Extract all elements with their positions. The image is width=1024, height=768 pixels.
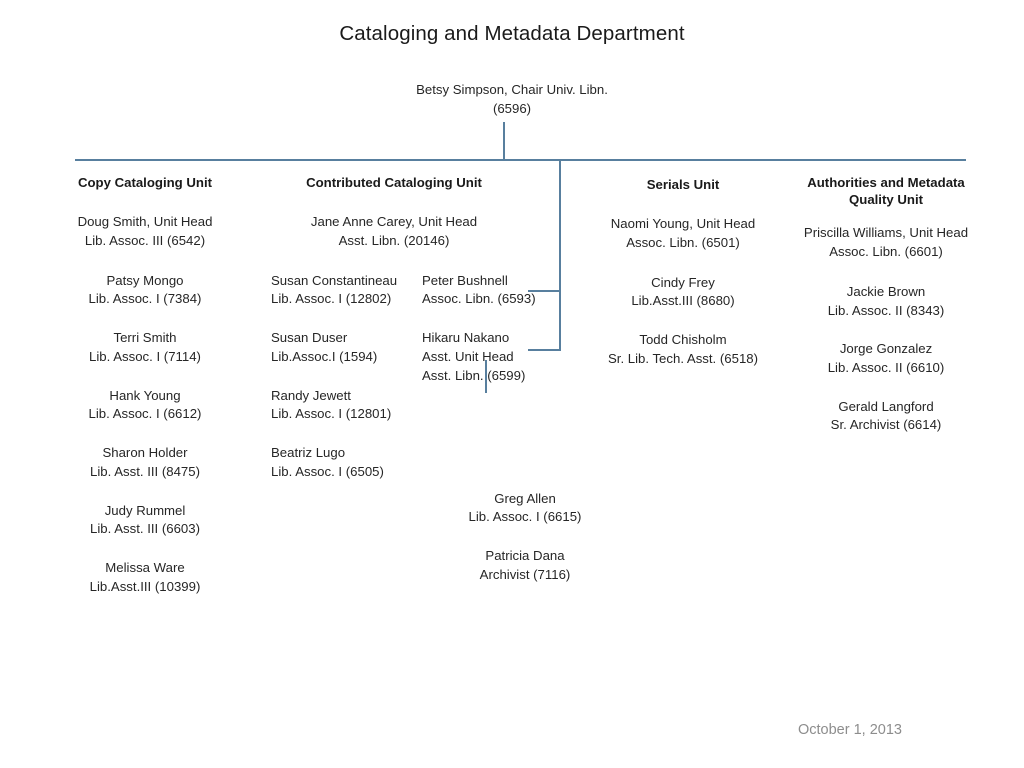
assistant-unit-head-nakano: Hikaru Nakano Asst. Unit Head Asst. Libn…: [422, 329, 572, 385]
person-name: Gerald Langford: [838, 398, 934, 414]
unit-column-authorities-metadata-quality: Authorities and Metadata Quality Unit Pr…: [790, 174, 982, 435]
person-title: Asst. Libn. (20146): [338, 232, 450, 248]
person-name: Peter Bushnell: [422, 272, 508, 288]
person-name: Jorge Gonzalez: [839, 341, 933, 357]
staff-member: Gerald Langford Sr. Archivist (6614): [790, 398, 982, 435]
person-title: Sr. Lib. Tech. Asst. (6518): [607, 350, 759, 366]
staff-member: Judy Rummel Lib. Asst. III (6603): [40, 502, 250, 539]
connector-nakano-drop: [485, 360, 487, 393]
person-name: Priscilla Williams, Unit Head: [803, 225, 969, 241]
staff-member: Hank Young Lib. Assoc. I (6612): [40, 387, 250, 424]
person-title: Lib. Assoc. I (7384): [88, 291, 202, 307]
unit-column-serials: Serials Unit Naomi Young, Unit Head Asso…: [588, 174, 778, 369]
person-title: Assoc. Libn. (6601): [829, 244, 943, 260]
unit-head-authorities-metadata-quality: Priscilla Williams, Unit Head Assoc. Lib…: [790, 224, 982, 261]
person-title: Lib. Assoc. I (12801): [271, 406, 392, 422]
person-name: Hank Young: [109, 387, 181, 403]
person-name: Beatriz Lugo: [271, 445, 346, 461]
page-title: Cataloging and Metadata Department: [339, 22, 685, 45]
unit-title-line-2: Quality Unit: [849, 192, 923, 208]
staff-member: Randy Jewett Lib. Assoc. I (12801): [271, 387, 421, 424]
staff-member: Susan Duser Lib.Assoc.I (1594): [271, 329, 421, 366]
person-title: Asst. Libn. (6599): [422, 367, 526, 383]
staff-member: Patricia Dana Archivist (7116): [450, 547, 600, 584]
staff-member: Jackie Brown Lib. Assoc. II (8343): [790, 283, 982, 320]
person-title: Lib. Asst. III (8475): [90, 463, 200, 479]
chair-name: Betsy Simpson, Chair: [416, 82, 543, 97]
unit-title-serials: Serials Unit: [646, 177, 720, 192]
staff-member: Beatriz Lugo Lib. Assoc. I (6505): [271, 444, 421, 481]
unit-title-copy-cataloging: Copy Cataloging Unit: [77, 175, 213, 190]
person-name: Doug Smith, Unit Head: [77, 214, 213, 230]
person-title: Lib.Asst.III (10399): [89, 578, 201, 594]
person-name: Greg Allen: [494, 490, 556, 506]
staff-member: Cindy Frey Lib.Asst.III (8680): [588, 274, 778, 311]
unit-title-authorities-metadata-quality: Authorities and Metadata Quality Unit: [790, 174, 982, 208]
unit-head-copy-cataloging: Doug Smith, Unit Head Lib. Assoc. III (6…: [40, 213, 250, 250]
person-title: Sr. Archivist (6614): [830, 417, 942, 433]
connector-nakano-stub: [528, 349, 560, 351]
person-title: Lib. Assoc. II (8343): [827, 302, 945, 318]
person-title: Lib. Assoc. I (6615): [468, 509, 582, 525]
connector-asst-spine: [559, 159, 561, 351]
staff-member: Jorge Gonzalez Lib. Assoc. II (6610): [790, 340, 982, 377]
unit-column-contributed-cataloging: Contributed Cataloging Unit Jane Anne Ca…: [264, 174, 581, 582]
staff-member: Todd Chisholm Sr. Lib. Tech. Asst. (6518…: [588, 331, 778, 368]
person-title: Lib. Assoc. I (6612): [88, 406, 202, 422]
person-title: Lib. Assoc. III (6542): [84, 232, 206, 248]
connector-main-bus: [75, 159, 966, 161]
person-name: Jackie Brown: [846, 283, 926, 299]
person-name: Judy Rummel: [104, 502, 186, 518]
staff-member: Susan Constantineau Lib. Assoc. I (12802…: [271, 272, 421, 309]
person-title: Lib. Assoc. I (6505): [271, 463, 384, 479]
person-name: Hikaru Nakano: [422, 330, 510, 346]
person-title: Lib. Assoc. I (7114): [89, 348, 201, 364]
person-title: Lib. Assoc. I (12802): [271, 291, 392, 307]
staff-member: Sharon Holder Lib. Asst. III (8475): [40, 444, 250, 481]
person-title: Lib. Asst. III (6603): [90, 521, 200, 537]
person-name: Sharon Holder: [102, 445, 188, 461]
person-name: Susan Constantineau: [271, 272, 398, 288]
unit-title-line-1: Authorities and Metadata: [807, 175, 965, 190]
person-name: Terri Smith: [113, 330, 177, 346]
person-title: Assoc. Libn. (6593): [422, 291, 536, 307]
contributed-staff-right-group: Peter Bushnell Assoc. Libn. (6593) Hikar…: [422, 272, 572, 386]
person-name: Naomi Young, Unit Head: [610, 216, 756, 232]
document-date: October 1, 2013: [798, 722, 902, 738]
person-title: Lib.Asst.III (8680): [631, 293, 735, 309]
contributed-staff-left-group: Susan Constantineau Lib. Assoc. I (12802…: [271, 272, 421, 482]
staff-member: Terri Smith Lib. Assoc. I (7114): [40, 329, 250, 366]
unit-head-serials: Naomi Young, Unit Head Assoc. Libn. (650…: [588, 215, 778, 252]
staff-member: Peter Bushnell Assoc. Libn. (6593): [422, 272, 572, 309]
person-name: Susan Duser: [271, 330, 348, 346]
unit-title-contributed-cataloging: Contributed Cataloging Unit: [306, 175, 482, 190]
chair-node: Betsy Simpson, Chair Univ. Libn. (6596): [412, 81, 612, 118]
person-name: Todd Chisholm: [639, 332, 727, 348]
person-name: Patricia Dana: [485, 548, 565, 564]
person-title: Archivist (7116): [479, 566, 571, 582]
person-title: Lib.Assoc.I (1594): [271, 348, 378, 364]
chair-title: Univ. Libn. (6596): [492, 82, 608, 116]
person-name: Jane Anne Carey, Unit Head: [310, 214, 478, 230]
person-title: Assoc. Libn. (6501): [626, 234, 740, 250]
staff-member: Melissa Ware Lib.Asst.III (10399): [40, 559, 250, 596]
person-name: Randy Jewett: [271, 387, 351, 403]
person-name: Patsy Mongo: [106, 272, 184, 288]
unit-column-copy-cataloging: Copy Cataloging Unit Doug Smith, Unit He…: [40, 174, 250, 596]
connector-chair-drop: [503, 122, 505, 160]
unit-head-contributed-cataloging: Jane Anne Carey, Unit Head Asst. Libn. (…: [264, 213, 524, 250]
person-name: Cindy Frey: [651, 274, 715, 290]
person-title: Lib. Assoc. II (6610): [827, 359, 945, 375]
connector-bushnell-stub: [528, 290, 560, 292]
person-role: Asst. Unit Head: [422, 348, 514, 364]
staff-member: Greg Allen Lib. Assoc. I (6615): [450, 490, 600, 527]
staff-member: Patsy Mongo Lib. Assoc. I (7384): [40, 272, 250, 309]
nakano-direct-reports: Greg Allen Lib. Assoc. I (6615) Patricia…: [450, 490, 600, 585]
person-name: Melissa Ware: [105, 559, 185, 575]
